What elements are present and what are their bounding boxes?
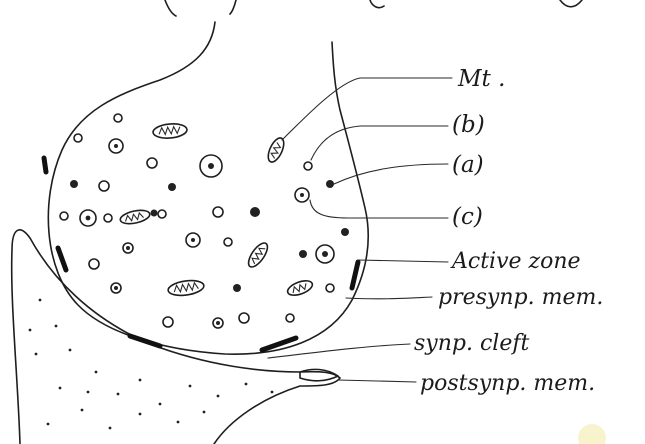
mitochondrion	[245, 240, 271, 270]
presynaptic-terminal-outline	[48, 22, 368, 354]
pointer-presynaptic-membrane	[346, 297, 432, 299]
active-zone-left	[58, 248, 66, 270]
active-zone-bottom-left	[130, 336, 160, 346]
active-zone-right	[352, 262, 358, 288]
label-synaptic-cleft: synp. cleft	[414, 331, 529, 356]
mitochondrion	[286, 278, 315, 298]
dense-core-vesicles	[80, 139, 334, 328]
mitochondrion	[167, 279, 205, 298]
pointer-postsynaptic-membrane	[338, 380, 416, 382]
pointer-b	[311, 126, 448, 160]
pointer-synaptic-cleft	[268, 344, 410, 358]
mitochondrion	[152, 123, 187, 140]
label-active-zone: Active zone	[450, 249, 581, 274]
pointer-mt	[282, 78, 452, 140]
active-zone-bottom	[262, 338, 296, 350]
pointer-a	[334, 164, 448, 184]
active-zone-upper-left	[44, 158, 46, 172]
pointer-c	[310, 200, 448, 218]
top-scribble-right	[370, 0, 582, 8]
postsynaptic-thickening	[300, 369, 338, 380]
label-a: (a)	[452, 152, 484, 178]
label-mt: Mt .	[457, 66, 505, 92]
filled-vesicles	[70, 180, 349, 292]
mitochondrion	[265, 136, 287, 165]
pointer-active-zone	[358, 260, 448, 262]
label-b: (b)	[452, 112, 485, 138]
top-scribble-left	[165, 0, 236, 16]
paper-stain	[578, 424, 606, 444]
mitochondria	[119, 123, 314, 299]
postsynaptic-stipple	[29, 299, 274, 430]
label-postsynaptic-membrane: postsynp. mem.	[420, 371, 595, 396]
label-presynaptic-membrane: presynp. mem.	[438, 285, 603, 310]
label-c: (c)	[452, 204, 483, 230]
mitochondrion	[119, 208, 151, 226]
